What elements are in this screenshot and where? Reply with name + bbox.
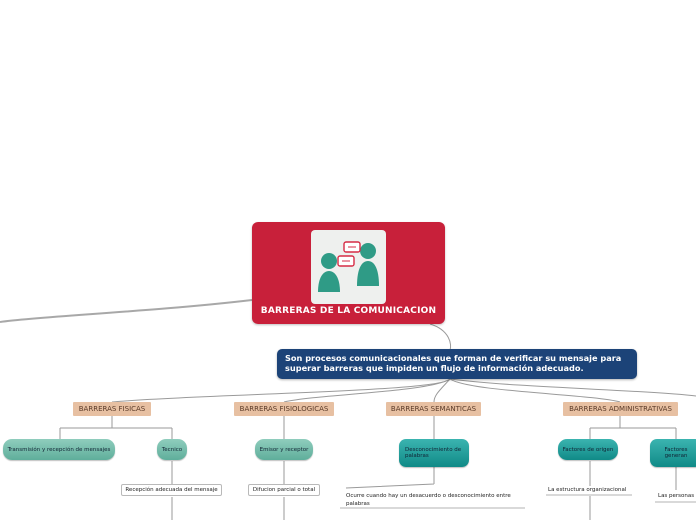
node-transmision[interactable]: Transmisión y recepción de mensajes (3, 439, 115, 460)
node-tecnico[interactable]: Tecnico (157, 439, 187, 460)
node-recepcion[interactable]: Recepción adecuada del mensaje (121, 484, 222, 496)
node-difucion[interactable]: Difucion parcial o total (248, 484, 320, 496)
category-administrativas[interactable]: BARRERAS ADMINISTRATIVAS (563, 402, 678, 416)
node-factores-origen[interactable]: Factores de origen (558, 439, 618, 460)
people-chat-icon (311, 230, 386, 304)
category-fisicas[interactable]: BARRERAS FISICAS (73, 402, 151, 416)
node-desconocimiento[interactable]: Desconocimiento de palabras (399, 439, 469, 467)
root-node[interactable]: BARRERAS DE LA COMUNICACION (252, 222, 445, 324)
node-personas[interactable]: Las personas (658, 493, 695, 499)
root-title: BARRERAS DE LA COMUNICACION (260, 306, 437, 316)
node-estructura[interactable]: La estructura organizacional (548, 487, 627, 493)
node-ocurre[interactable]: Ocurre cuando hay un desacuerdo o descon… (346, 493, 511, 507)
node-emisor-receptor[interactable]: Emisor y receptor (255, 439, 313, 460)
category-fisiologicas[interactable]: BARRERAS FISIOLOGICAS (234, 402, 334, 416)
category-semanticas[interactable]: BARRERAS SEMANTICAS (386, 402, 481, 416)
description-node[interactable]: Son procesos comunicacionales que forman… (277, 349, 637, 379)
node-factores-generan[interactable]: Factores generan (650, 439, 696, 467)
